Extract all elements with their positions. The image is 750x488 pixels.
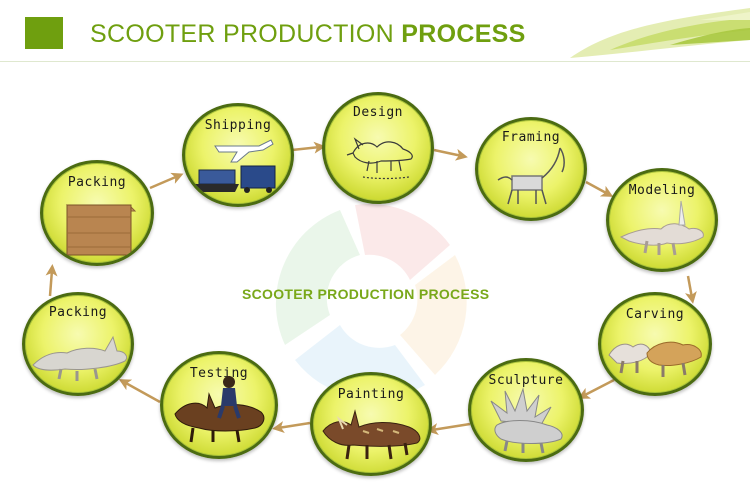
arrow-painting-testing [272,421,311,434]
header-banner: SCOOTER PRODUCTION PROCESS [0,0,750,62]
wooden-crate-icon [65,204,137,256]
step-label: Shipping [204,118,272,133]
step-packing-crate: Packing [40,160,154,266]
step-carving: Carving [598,292,712,396]
wrapped-dinosaur-icon [32,335,128,381]
step-label: Sculpture [488,373,564,388]
arrow-framing-modeling [585,180,614,197]
arrow-carving-sculpture [577,378,615,399]
arrow-testing-packing [118,379,161,404]
plane-ship-truck-icon [195,139,276,193]
step-label: Modeling [628,183,696,198]
step-testing: Testing [160,351,278,459]
rider-testing-icon [174,376,265,443]
header-divider [0,61,750,62]
page-title: SCOOTER PRODUCTION PROCESS [90,20,526,49]
arrow-packing-shipping [149,172,184,190]
step-label: Painting [337,387,405,402]
arrow-sculpture-painting [426,422,471,435]
step-packing-wrapped: Packing [22,292,134,396]
arrow-modeling-carving [685,275,697,304]
step-design: Design [322,92,434,204]
title-bold: PROCESS [401,20,526,48]
arrow-packing-packing [45,264,58,297]
step-framing: Framing [475,117,587,221]
step-modeling: Modeling [606,168,718,272]
center-label: SCOOTER PRODUCTION PROCESS [242,286,490,302]
brush-stroke-decoration [570,8,750,58]
sculpture-icon [490,387,563,454]
step-shipping: Shipping [182,103,294,207]
arrow-design-framing [433,148,468,161]
painted-dinosaur-icon [322,409,421,460]
step-sculpture: Sculpture [468,358,584,462]
foam-model-icon [619,200,704,256]
header-square [25,17,63,49]
step-label: Design [353,105,403,120]
metal-frame-icon [497,147,565,205]
carved-dinosaur-icon [608,341,702,377]
arrow-shipping-design [291,141,326,154]
step-label: Testing [189,366,249,381]
step-label: Packing [48,305,108,320]
dinosaur-sketch-icon [346,137,413,180]
step-label: Carving [625,307,685,322]
title-regular: SCOOTER PRODUCTION [90,20,402,48]
step-label: Framing [501,130,561,145]
step-label: Packing [67,175,127,190]
step-painting: Painting [310,372,432,476]
